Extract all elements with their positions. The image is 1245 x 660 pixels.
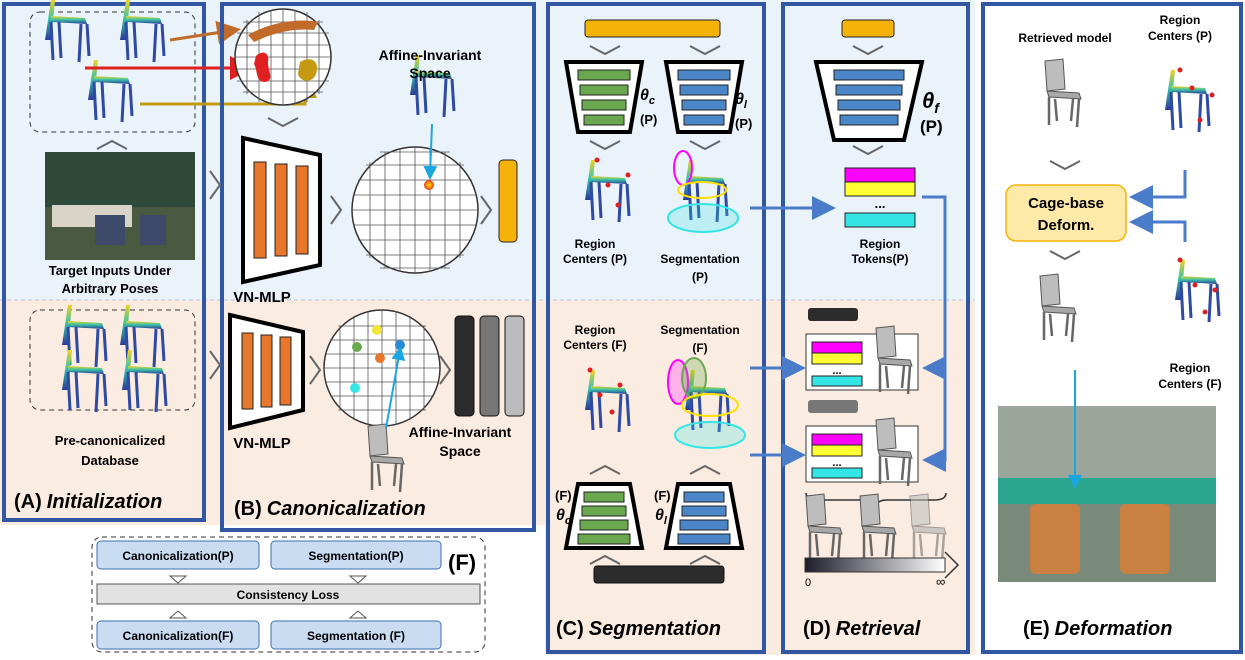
scale-inf: ∞: [936, 574, 945, 589]
db-entry-2-ellipsis: ...: [832, 457, 841, 469]
vnmlp-label-top: VN-MLP: [233, 289, 291, 306]
region-centers-p-line1: Region: [575, 237, 616, 251]
panel-d-title: (D)Retrieval: [803, 618, 921, 640]
target-inputs-label-line1: Target Inputs Under: [49, 263, 172, 278]
db-entry-1-ellipsis: ...: [832, 365, 841, 377]
theta-c-p-tag: (P): [640, 112, 657, 127]
target-inputs-box: [29, 11, 196, 133]
region-centers-p-e-line1: Region: [1160, 13, 1201, 27]
tokens-ellipsis: ...: [875, 196, 886, 211]
consistency-loss-bar: [96, 583, 481, 605]
legend-segmentation-f: [270, 620, 442, 650]
database-box: [29, 309, 196, 411]
region-centers-f-e-line1: Region: [1170, 361, 1211, 375]
svg-text:Segmentation (F): Segmentation (F): [307, 629, 405, 643]
region-centers-f-e-line2: Centers (F): [1158, 377, 1221, 391]
panel-e-title: (E)Deformation: [1023, 618, 1172, 640]
theta-c-label-f: θc: [556, 507, 571, 527]
theta-l-label-f: θl: [655, 507, 668, 527]
target-inputs-label-line2: Arbitrary Poses: [62, 281, 159, 296]
affine-label-bottom-line1: Affine-Invariant: [409, 424, 512, 440]
arrow-chair2-to-sphere: [169, 20, 241, 45]
panel-a-border: [2, 2, 206, 522]
db-feature-2: [808, 400, 858, 413]
region-centers-p-e-line2: Centers (P): [1148, 29, 1212, 43]
theta-f-p-tag: (P): [920, 117, 943, 136]
panel-b-title: (B)Canonicalization: [234, 498, 426, 520]
panel-c-title: (C)Segmentation: [556, 618, 721, 640]
vnmlp-label-bottom: VN-MLP: [233, 435, 291, 452]
region-token-3: [844, 212, 916, 228]
feature-input-d: [841, 19, 895, 38]
region-centers-p-e-chair: [1163, 67, 1215, 134]
cage-deform-line2: Deform.: [1038, 217, 1095, 234]
region-token-2: [844, 181, 916, 197]
region-centers-f-line1: Region: [575, 323, 616, 337]
affine-label-top-line1: Affine-Invariant: [379, 47, 482, 63]
db-feature-1: [808, 308, 858, 321]
legend-canonicalization-p: [96, 540, 260, 570]
region-centers-p-line2: Centers (P): [563, 252, 627, 266]
feature-db-2: [479, 315, 500, 417]
segmentation-f-chair: [667, 357, 746, 449]
svg-text:Canonicalization(F): Canonicalization(F): [123, 629, 234, 643]
feature-input-c: [584, 19, 721, 38]
region-centers-f-line2: Centers (F): [563, 338, 626, 352]
affine-sphere-bottom: [323, 309, 441, 427]
region-token-1: [844, 167, 916, 183]
arrow-tokens-to-db2: [922, 368, 947, 472]
region-centers-f-chair: [583, 367, 631, 434]
segmentation-p-line1: Segmentation: [660, 252, 739, 266]
theta-f-label: θf: [922, 88, 940, 116]
segmentation-f-line2: (F): [692, 341, 707, 355]
panel-f-label: (F): [448, 550, 476, 575]
svg-text:Segmentation(P): Segmentation(P): [308, 549, 403, 563]
input-sphere: [234, 8, 332, 106]
scale-zero: 0: [805, 577, 811, 589]
feature-vector-p: [498, 159, 518, 243]
database-label-line1: Pre-canonicalized: [55, 433, 166, 448]
region-centers-p-chair: [583, 157, 631, 224]
region-centers-f-e-chair: [1173, 257, 1221, 324]
legend-segmentation-p: [270, 540, 442, 570]
panel-e-border: [981, 2, 1243, 654]
database-label-line2: Database: [81, 453, 139, 468]
arrow-centers-p-to-cage: [1129, 170, 1187, 209]
panel-d-border: [781, 2, 970, 654]
feature-db-1: [454, 315, 475, 417]
theta-l-f-tag: (F): [654, 488, 671, 503]
affine-sphere-top: [351, 146, 479, 274]
theta-c-f-tag: (F): [555, 488, 572, 503]
distance-scale-bar: [804, 557, 946, 573]
panel-b-border: [220, 2, 536, 532]
deformed-chair: [1038, 272, 1078, 344]
theta-l-label-p: θl: [735, 91, 748, 111]
retrieved-model-chair: [1043, 57, 1083, 129]
feature-db-3: [504, 315, 525, 417]
affine-label-bottom-line2: Space: [439, 443, 480, 459]
segmentation-p-line2: (P): [692, 270, 708, 284]
region-tokens-line1: Region: [860, 237, 901, 251]
segmentation-p-chair: [667, 150, 739, 233]
cage-deform-box: [1005, 184, 1127, 242]
theta-l-p-tag: (P): [735, 116, 752, 131]
arrow-tokens-to-db1: [922, 195, 947, 380]
region-tokens-line2: Tokens(P): [851, 252, 908, 266]
retrieved-model-label: Retrieved model: [1018, 31, 1111, 45]
segmentation-f-line1: Segmentation: [660, 323, 739, 337]
affine-label-top-line2: Space: [409, 65, 450, 81]
arrow-centers-f-to-cage: [1129, 210, 1187, 242]
cage-deform-line1: Cage-base: [1028, 195, 1104, 212]
theta-c-label-p: θc: [640, 87, 655, 107]
svg-text:Consistency Loss: Consistency Loss: [237, 588, 340, 602]
legend-canonicalization-f: [96, 620, 260, 650]
panel-c-border: [546, 2, 766, 654]
svg-text:Canonicalization(P): Canonicalization(P): [122, 549, 233, 563]
panel-a-title: (A)Initialization: [14, 491, 162, 513]
feature-input-c-f: [593, 565, 725, 584]
